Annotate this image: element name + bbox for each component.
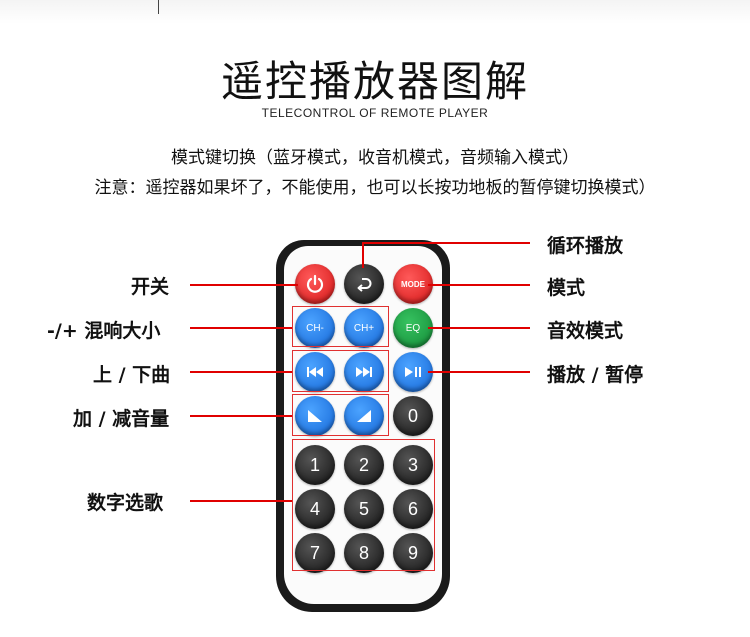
track-callout-label: 上 / 下曲 xyxy=(93,364,171,386)
play-pause-button[interactable] xyxy=(393,352,433,392)
volume-down-icon xyxy=(308,410,322,422)
volume-up-icon xyxy=(357,410,371,422)
channel-callout-line xyxy=(190,327,292,329)
top-bar xyxy=(0,0,750,24)
track-callout-line xyxy=(190,371,292,373)
eq-callout-label: 音效模式 xyxy=(547,320,624,342)
prev-track-icon xyxy=(307,367,323,377)
power-icon xyxy=(306,274,324,293)
num-2-label: 2 xyxy=(358,454,369,475)
loop-button[interactable] xyxy=(344,264,384,304)
volume-callout-label: 加 / 减音量 xyxy=(73,408,170,430)
page-title: 遥控播放器图解 xyxy=(220,57,529,106)
num-7-label: 7 xyxy=(309,542,320,563)
num-2-button[interactable]: 2 xyxy=(344,445,384,485)
next-track-icon xyxy=(356,367,372,377)
play-pause-callout-line xyxy=(428,371,530,373)
loop-callout-vline xyxy=(362,242,364,268)
volume-down-button[interactable] xyxy=(295,396,335,436)
num-0-label: 0 xyxy=(407,405,418,426)
eq-label: EQ xyxy=(405,322,421,334)
mode-callout-label: 模式 xyxy=(547,277,586,299)
ch-minus-button[interactable]: CH- xyxy=(295,308,335,348)
num-3-button[interactable]: 3 xyxy=(393,445,433,485)
power-callout-label: 开关 xyxy=(131,276,170,298)
volume-group-box xyxy=(292,394,389,436)
num-5-button[interactable]: 5 xyxy=(344,489,384,529)
power-button[interactable] xyxy=(295,264,335,304)
loop-callout-label: 循环播放 xyxy=(547,235,624,257)
prev-track-button[interactable] xyxy=(295,352,335,392)
track-group-box xyxy=(292,350,389,392)
remote-panel: MODE CH- CH+ EQ xyxy=(284,246,442,604)
next-track-button[interactable] xyxy=(344,352,384,392)
num-5-label: 5 xyxy=(358,498,369,519)
volume-up-button[interactable] xyxy=(344,396,384,436)
power-callout-line xyxy=(190,284,298,286)
return-icon xyxy=(357,278,372,292)
mode-callout-line xyxy=(428,284,530,286)
play-pause-icon xyxy=(405,367,421,377)
num-9-button[interactable]: 9 xyxy=(393,533,433,573)
remote-control: MODE CH- CH+ EQ xyxy=(276,240,450,612)
play-pause-callout-label: 播放 / 暂停 xyxy=(547,364,644,386)
ch-plus-button[interactable]: CH+ xyxy=(344,308,384,348)
num-1-button[interactable]: 1 xyxy=(295,445,335,485)
mode-switch-note: 模式键切换（蓝牙模式，收音机模式，音频输入模式） xyxy=(171,148,579,168)
page-subtitle: TELECONTROL OF REMOTE PLAYER xyxy=(261,106,489,120)
ch-minus-label: CH- xyxy=(306,322,324,334)
num-9-label: 9 xyxy=(407,542,418,563)
num-1-label: 1 xyxy=(309,454,320,475)
num-8-button[interactable]: 8 xyxy=(344,533,384,573)
eq-callout-line xyxy=(428,327,530,329)
volume-callout-line xyxy=(190,415,292,417)
loop-callout-line xyxy=(362,242,530,244)
ch-plus-label: CH+ xyxy=(353,322,375,334)
mode-button[interactable]: MODE xyxy=(393,264,433,304)
num-4-button[interactable]: 4 xyxy=(295,489,335,529)
num-8-label: 8 xyxy=(358,542,369,563)
num-3-label: 3 xyxy=(407,454,418,475)
channel-callout-label: -/+ 混响大小 xyxy=(47,320,161,342)
num-7-button[interactable]: 7 xyxy=(295,533,335,573)
top-divider-tick xyxy=(158,0,159,14)
mode-button-label: MODE xyxy=(401,279,425,289)
channel-group-box xyxy=(292,306,389,347)
numbers-callout-line xyxy=(190,500,292,502)
number-group-box xyxy=(292,439,435,571)
eq-button[interactable]: EQ xyxy=(393,308,433,348)
num-6-label: 6 xyxy=(407,498,418,519)
num-6-button[interactable]: 6 xyxy=(393,489,433,529)
num-0-button[interactable]: 0 xyxy=(393,396,433,436)
num-4-label: 4 xyxy=(309,498,320,519)
warning-note: 注意：遥控器如果坏了，不能使用，也可以长按功地板的暂停键切换模式） xyxy=(94,178,656,198)
numbers-callout-label: 数字选歌 xyxy=(87,492,164,514)
